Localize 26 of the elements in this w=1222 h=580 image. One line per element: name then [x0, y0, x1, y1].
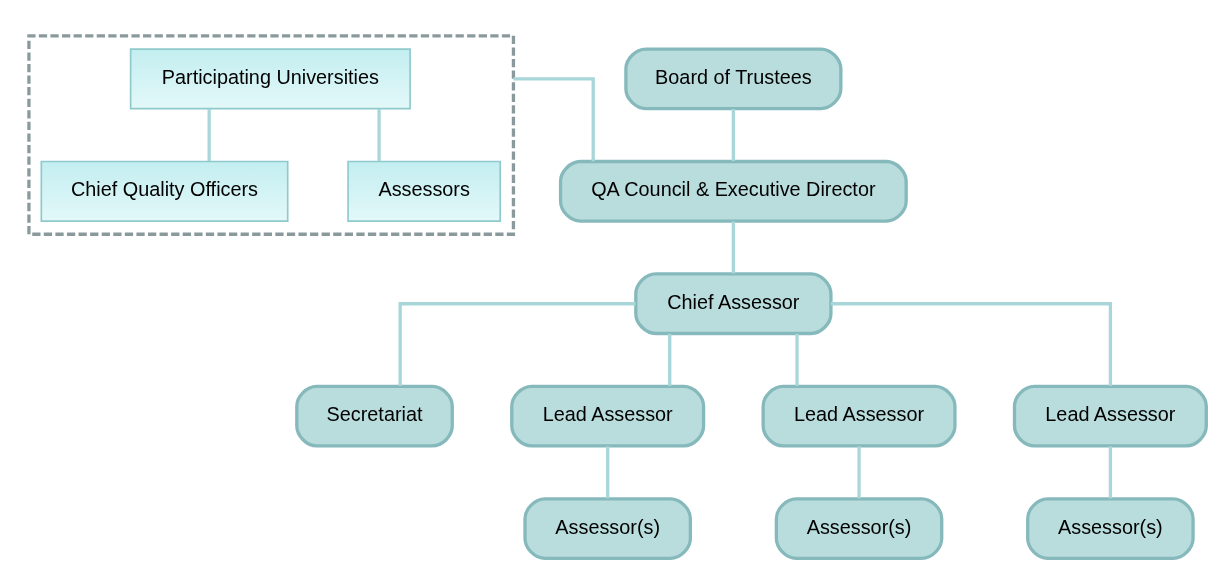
node-box: Assessor(s): [774, 496, 944, 560]
connector: [207, 108, 211, 161]
node-box: QA Council & Executive Director: [558, 159, 908, 223]
node-box: Chief Assessor: [634, 271, 833, 335]
node-box: Lead Assessor: [1012, 384, 1208, 448]
node-box: Board of Trustees: [624, 46, 843, 110]
cluster: [27, 33, 516, 236]
connector: [830, 301, 1113, 386]
node-box: Lead Assessor: [510, 384, 706, 448]
connector: [377, 108, 381, 161]
node-box: Assessors: [347, 160, 502, 222]
node-box: Secretariat: [295, 384, 454, 448]
node-box: Participating Universities: [129, 47, 411, 109]
connector: [731, 220, 736, 273]
connector: [606, 445, 610, 498]
connector: [1108, 445, 1113, 498]
connector: [857, 445, 861, 498]
connector: [668, 333, 672, 386]
connector: [731, 108, 736, 161]
node-box: Assessor(s): [523, 496, 693, 560]
connector: [398, 301, 636, 386]
connector: [513, 76, 595, 161]
node-box: Lead Assessor: [761, 384, 957, 448]
connector: [795, 333, 799, 386]
node-box: Chief Quality Officers: [40, 160, 289, 222]
node-box: Assessor(s): [1026, 496, 1195, 560]
